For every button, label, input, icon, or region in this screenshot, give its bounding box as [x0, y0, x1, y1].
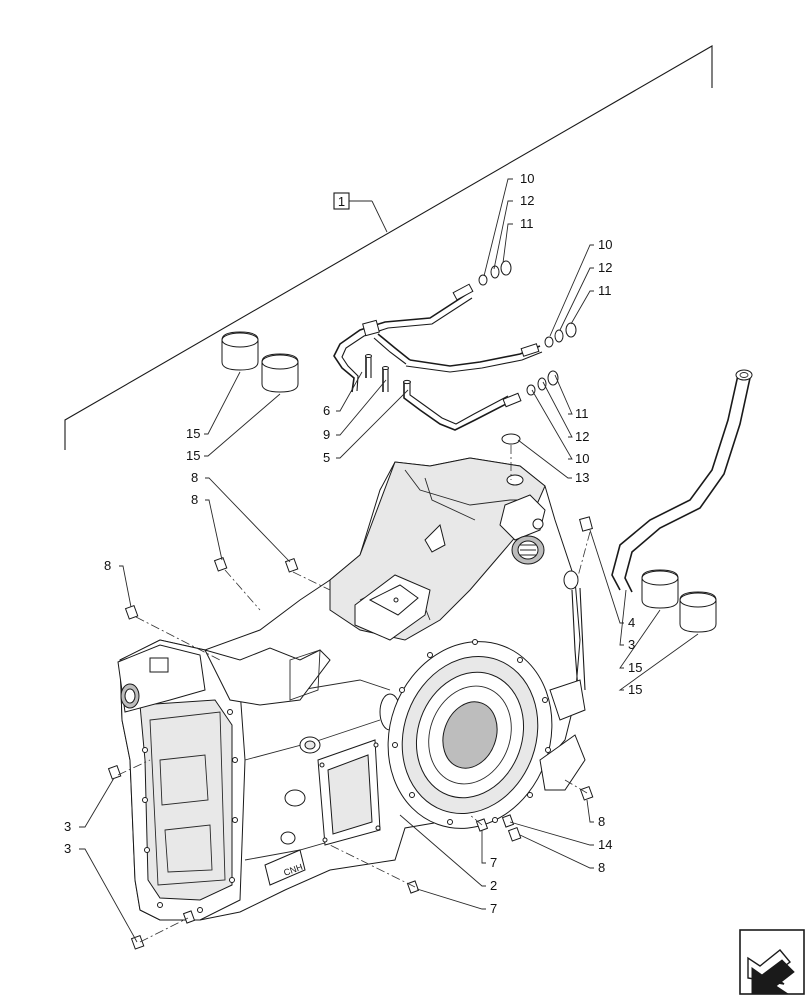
- callout-4: 4: [628, 615, 635, 630]
- callout-11-lower: 11: [575, 406, 589, 421]
- callout-8-upper-a: 8: [191, 470, 198, 485]
- plug-13: [501, 433, 521, 445]
- callout-6: 6: [323, 403, 330, 418]
- callout-7-a: 7: [490, 855, 497, 870]
- pipe-assembly-upper: [333, 260, 512, 393]
- dowel-pins: [107, 556, 594, 950]
- bushing-pair-upper: [221, 331, 299, 393]
- callout-10-mid: 10: [598, 237, 612, 252]
- callout-11-mid: 11: [598, 283, 612, 298]
- callout-8-upper-b: 8: [191, 492, 198, 507]
- pipe-9: [405, 322, 577, 373]
- callout-15-upper-b: 15: [186, 448, 200, 463]
- callout-14: 14: [598, 837, 612, 852]
- callout-8-lower-a: 8: [598, 814, 605, 829]
- callout-3-left-a: 3: [64, 819, 71, 834]
- pipe-5: [403, 370, 559, 431]
- callout-12-upper: 12: [520, 193, 534, 208]
- callout-2: 2: [490, 878, 497, 893]
- callout-15-right-b: 15: [628, 682, 642, 697]
- callout-15-upper-a: 15: [186, 426, 200, 441]
- group-label-box[interactable]: 1: [333, 192, 388, 233]
- callout-7-b: 7: [490, 901, 497, 916]
- callout-3-right: 3: [628, 637, 635, 652]
- callout-12-lower: 12: [575, 429, 589, 444]
- callout-9: 9: [323, 427, 330, 442]
- next-page-arrow-icon[interactable]: [739, 929, 805, 995]
- center-lines: [117, 445, 591, 943]
- callout-13: 13: [575, 470, 589, 485]
- leader-lines: [79, 178, 699, 943]
- pipe-4: [611, 369, 753, 593]
- transmission-housing: CNH: [117, 457, 586, 921]
- callout-5: 5: [323, 450, 330, 465]
- callout-3-left-b: 3: [64, 841, 71, 856]
- callout-10-upper: 10: [520, 171, 534, 186]
- callout-15-right-a: 15: [628, 660, 642, 675]
- callout-11-upper: 11: [520, 216, 534, 231]
- callout-12-mid: 12: [598, 260, 612, 275]
- bushing-pair-right: [641, 569, 717, 633]
- group-label: 1: [338, 194, 345, 209]
- group-bracket: [64, 45, 713, 450]
- callout-labels: 10 12 11 10 12 11 11 12 10 13 6 9 5 15 1…: [64, 171, 642, 916]
- callout-8-left: 8: [104, 558, 111, 573]
- callout-8-lower-b: 8: [598, 860, 605, 875]
- callout-10-lower: 10: [575, 451, 589, 466]
- pin-3-right: [579, 516, 593, 532]
